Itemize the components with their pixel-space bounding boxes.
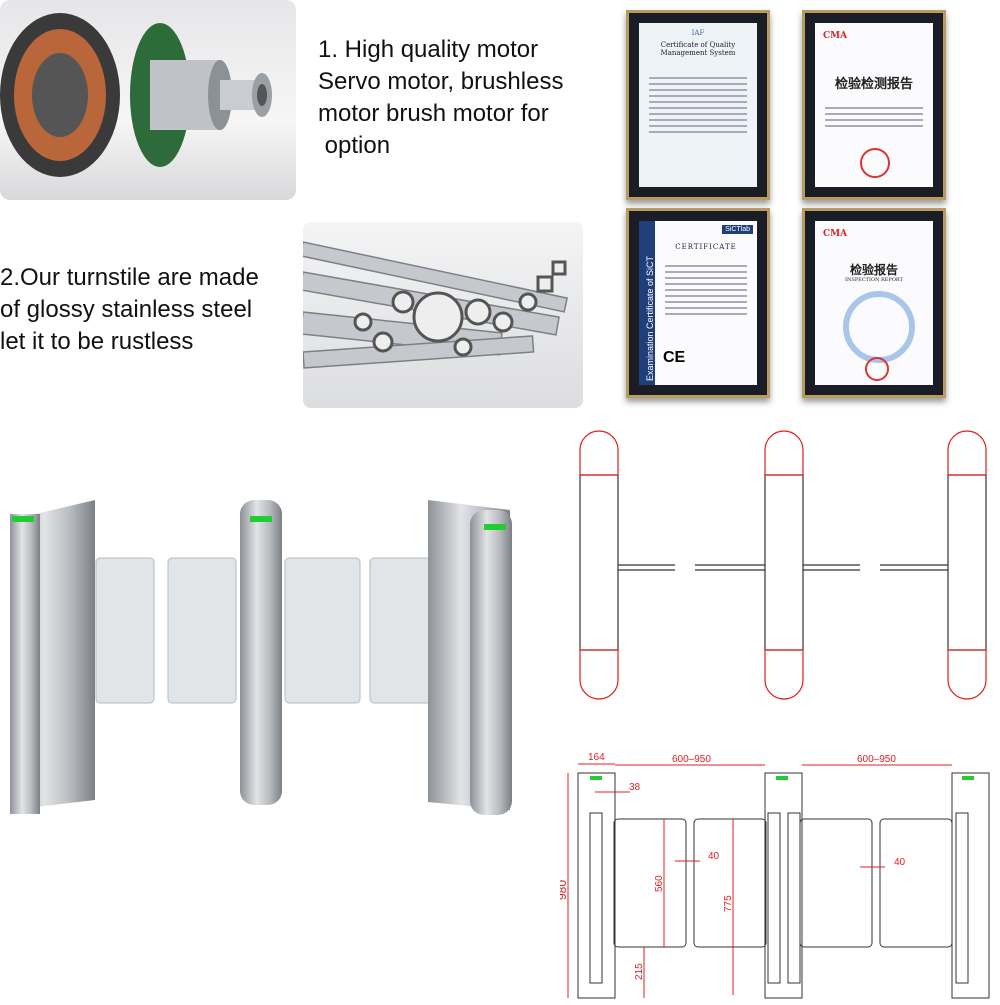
certificate-badge: CMA	[823, 31, 848, 41]
dim-gap-1: 40	[708, 851, 720, 862]
dim-post-width: 164	[588, 752, 605, 763]
certificate-title: Certificate of Quality Management System	[660, 41, 736, 57]
certificate-badge: SiCTlab	[722, 225, 753, 234]
motor-line: Servo motor, brushless	[318, 68, 564, 95]
motor-photo	[0, 0, 296, 200]
steel-line: of glossy stainless steel	[0, 296, 253, 323]
dim-passage-width-1: 600–950	[672, 754, 711, 765]
steel-pipes-photo	[303, 222, 583, 408]
certificate-badge: CMA	[823, 229, 848, 239]
certificate-quality-management: IAF Certificate of Quality Management Sy…	[626, 10, 770, 200]
dim-total-panel-height: 775	[723, 895, 734, 912]
dim-ground-clearance: 215	[634, 963, 645, 980]
dim-panel-height: 560	[654, 875, 665, 892]
certificate-title: 检验报告	[849, 263, 898, 277]
dim-offset: 38	[629, 782, 641, 793]
certificate-sict: Examination Certificate of SiCT SiCTlab …	[626, 208, 770, 398]
certificate-title: 检验检测报告	[834, 77, 913, 92]
certificate-test-report: CMA 检验检测报告	[802, 10, 946, 200]
certificate-side-text: Examination Certificate of SiCT	[639, 221, 655, 385]
certificate-title: CERTIFICATE	[675, 243, 737, 251]
dim-gap-2: 40	[894, 857, 906, 868]
motor-line: 1. High quality motor	[318, 36, 539, 63]
motor-feature-text: 1. High quality motor Servo motor, brush…	[318, 34, 563, 162]
dim-passage-width-2: 600–950	[857, 754, 896, 765]
motor-line: motor brush motor for	[318, 100, 549, 127]
steel-line: 2.Our turnstile are made	[0, 264, 259, 291]
motor-line: option	[318, 132, 391, 159]
certificate-badge: IAF	[691, 29, 705, 37]
certificate-inspection-report: CMA 检验报告 INSPECTION REPORT	[802, 208, 946, 398]
ce-mark: CE	[663, 349, 686, 366]
turnstile-render	[0, 480, 552, 820]
steel-line: let it to be rustless	[0, 328, 194, 355]
certificate-subtitle: INSPECTION REPORT	[845, 277, 903, 283]
dim-total-height: 980	[560, 880, 569, 900]
steel-feature-text: 2.Our turnstile are made of glossy stain…	[0, 262, 259, 358]
top-view-drawing	[565, 425, 995, 715]
dimension-drawing: 164 600–950 600–950 38 40 40 560 775 980…	[555, 740, 1000, 1000]
